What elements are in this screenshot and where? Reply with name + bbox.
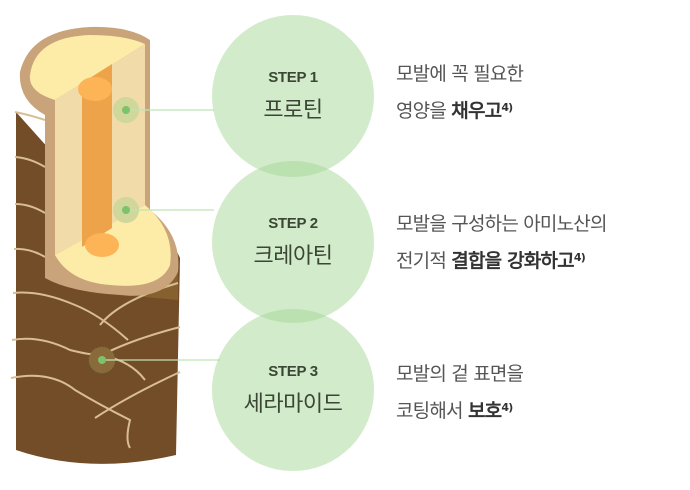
desc-emphasis: 채우고 bbox=[451, 100, 502, 122]
desc-emphasis: 결합을 강화하고 bbox=[451, 250, 574, 272]
step-title: 프로틴 bbox=[263, 97, 323, 123]
footnote-ref: 4) bbox=[501, 401, 513, 414]
pointer-protein bbox=[113, 97, 214, 123]
desc-line: 영양을 채우고4) bbox=[396, 91, 523, 128]
step-label: STEP 1 bbox=[268, 68, 318, 86]
step-label: STEP 3 bbox=[268, 362, 318, 380]
desc-line: 모발에 꼭 필요한 bbox=[396, 63, 524, 85]
step-title: 세라마이드 bbox=[243, 391, 343, 417]
pointer-creatine bbox=[113, 197, 214, 223]
desc-text: 전기적 bbox=[396, 250, 452, 272]
desc-line: 전기적 결합을 강화하고4) bbox=[396, 241, 607, 278]
pointer-ceramide bbox=[88, 346, 220, 374]
desc-emphasis: 보호 bbox=[467, 400, 502, 422]
step-3-circle: STEP 3 세라마이드 bbox=[212, 309, 374, 471]
step-1-description: 모발에 꼭 필요한 영양을 채우고4) bbox=[396, 57, 524, 128]
medulla bbox=[82, 64, 112, 247]
desc-line: 모발을 구성하는 아미노산의 bbox=[396, 213, 607, 235]
step-title: 크레아틴 bbox=[253, 243, 333, 269]
desc-line: 모발의 겉 표면을 bbox=[396, 363, 524, 385]
desc-text: 코팅해서 bbox=[396, 400, 468, 422]
step-3-description: 모발의 겉 표면을 코팅해서 보호4) bbox=[396, 357, 524, 428]
step-label: STEP 2 bbox=[268, 214, 318, 232]
footnote-ref: 4) bbox=[501, 101, 513, 114]
step-2-description: 모발을 구성하는 아미노산의 전기적 결합을 강화하고4) bbox=[396, 207, 607, 278]
desc-text: 영양을 bbox=[396, 100, 452, 122]
desc-line: 코팅해서 보호4) bbox=[396, 391, 523, 428]
footnote-ref: 4) bbox=[573, 251, 586, 264]
step-2-circle: STEP 2 크레아틴 bbox=[212, 161, 374, 323]
step-1-circle: STEP 1 프로틴 bbox=[212, 15, 374, 177]
